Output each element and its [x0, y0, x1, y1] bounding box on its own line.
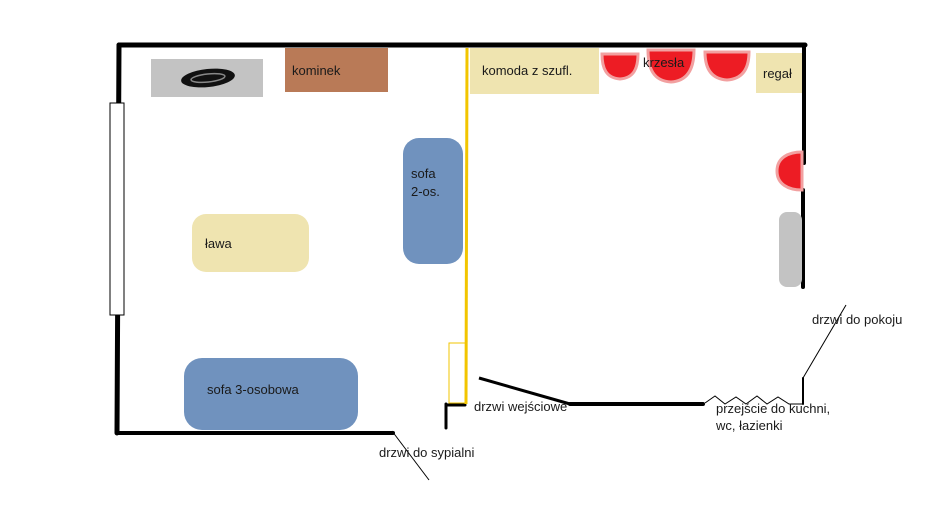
shelf — [756, 53, 802, 93]
dresser-label: komoda z szufl. — [482, 63, 572, 78]
chair-icon — [646, 48, 696, 84]
entrance-door-leaf — [478, 376, 571, 406]
fireplace-label: kominek — [292, 63, 341, 78]
bedroom-door-label: drzwi do sypialni — [379, 445, 474, 460]
stove-highlight — [190, 72, 226, 84]
stove-icon — [181, 68, 235, 88]
dresser — [470, 48, 599, 94]
chairs-label: krzesła — [643, 55, 685, 70]
loveseat — [403, 138, 463, 264]
entrance-door-label: drzwi wejściowe — [474, 399, 567, 414]
chair-icon — [703, 50, 751, 82]
partition-door-outline — [448, 342, 467, 404]
loveseat-label-line2: 2-os. — [411, 184, 440, 199]
window — [109, 102, 125, 316]
kitchen-passage-zigzag — [704, 395, 803, 405]
sofa-3-seat-label: sofa 3-osobowa — [207, 382, 300, 397]
coffee-table-label: ława — [205, 236, 233, 251]
kitchen-passage-label-line2: wc, łazienki — [715, 418, 783, 433]
grey-cabinet — [779, 212, 802, 287]
kitchen-passage-label-line1: przejście do kuchni, — [716, 401, 830, 416]
fireplace — [285, 48, 388, 92]
coffee-table — [192, 214, 309, 272]
shelf-label: regał — [763, 66, 792, 81]
room-door-label: drzwi do pokoju — [812, 312, 902, 327]
chair-icon — [775, 150, 804, 192]
chairs-group — [600, 48, 804, 192]
room-door-pointer — [802, 304, 847, 379]
loveseat-label-line1: sofa — [411, 166, 436, 181]
sofa-3-seat — [184, 358, 358, 430]
bedroom-door-pointer — [391, 430, 430, 481]
chair-icon — [600, 52, 640, 81]
